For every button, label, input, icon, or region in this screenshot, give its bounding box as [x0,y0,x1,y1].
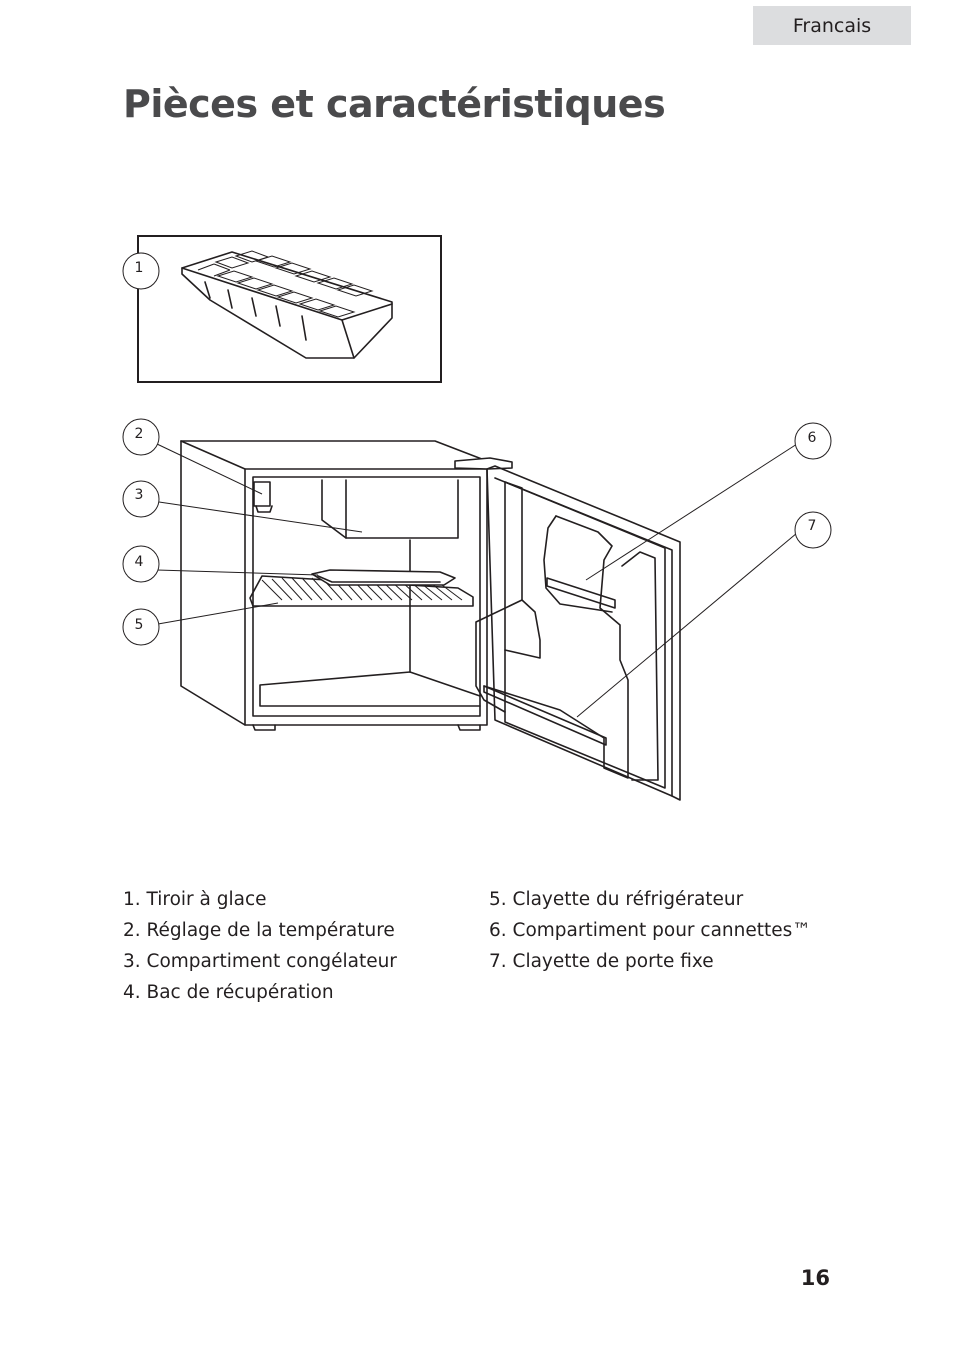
parts-list-right: 5. Clayette du réfrigérateur 6. Comparti… [489,884,811,977]
callout-number: 2 [135,426,144,442]
list-item: 4. Bac de récupération [123,982,334,1003]
callout-1: 1 [122,252,160,290]
list-item: 3. Compartiment congélateur [123,951,397,972]
door-illustration [475,465,681,801]
page-number: 16 [800,1266,830,1290]
callout-5: 5 [122,608,160,646]
ice-tray-illustration [137,235,442,383]
parts-list-left: 1. Tiroir à glace 2. Réglage de la tempé… [123,884,397,1008]
callout-6: 6 [794,422,832,460]
callout-2: 2 [122,418,160,456]
callout-number: 5 [135,617,144,633]
list-item: 6. Compartiment pour cannettes™ [489,920,811,941]
callout-3: 3 [122,480,160,518]
callout-7: 7 [794,511,832,549]
list-item: 2. Réglage de la température [123,920,395,941]
language-tab: Francais [753,6,911,45]
callout-4: 4 [122,545,160,583]
callout-number: 4 [135,554,144,570]
list-item: 1. Tiroir à glace [123,889,267,910]
refrigerator-illustration [180,440,513,731]
page-title: Pièces et caractéristiques [123,82,666,126]
callout-number: 7 [808,518,817,534]
callout-number: 3 [135,487,144,503]
list-item: 7. Clayette de porte fixe [489,951,714,972]
list-item: 5. Clayette du réfrigérateur [489,889,744,910]
callout-leaders [156,443,798,718]
callout-number: 6 [808,430,817,446]
callout-number: 1 [135,260,144,276]
